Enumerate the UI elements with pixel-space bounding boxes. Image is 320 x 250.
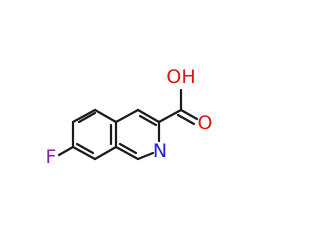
structure-canvas: F N OH O (46, 66, 213, 168)
bond-c6-c5-inner (77, 111, 97, 124)
bond-c1-c8a-inner (118, 142, 138, 155)
bond-c6-c5 (71, 108, 97, 124)
bond-n-c1 (136, 151, 155, 161)
bond-c5-c4a (93, 108, 118, 124)
hydroxyl-label: OH (166, 66, 195, 88)
bond-c4-c3 (136, 108, 161, 124)
bond-c8a-c8 (93, 145, 118, 161)
bonds (57, 88, 199, 161)
fluorine-label: F (46, 146, 57, 168)
carbonyl-oxygen-label: O (198, 112, 213, 134)
bond-c-o-double-a (179, 108, 199, 121)
bond-c8-c7-inner (75, 142, 95, 155)
bond-c4a-c4 (114, 108, 140, 124)
bond-c-o-double-b (176, 113, 196, 126)
nitrogen-label: N (153, 140, 167, 162)
bond-c4-c3-inner (138, 114, 158, 127)
bond-c7-f (57, 145, 75, 157)
structural-formula: F N OH O (46, 66, 213, 168)
bond-c3-cooh (157, 108, 183, 124)
bond-c1-c8a (114, 145, 140, 161)
bond-c8-c7 (71, 145, 97, 161)
